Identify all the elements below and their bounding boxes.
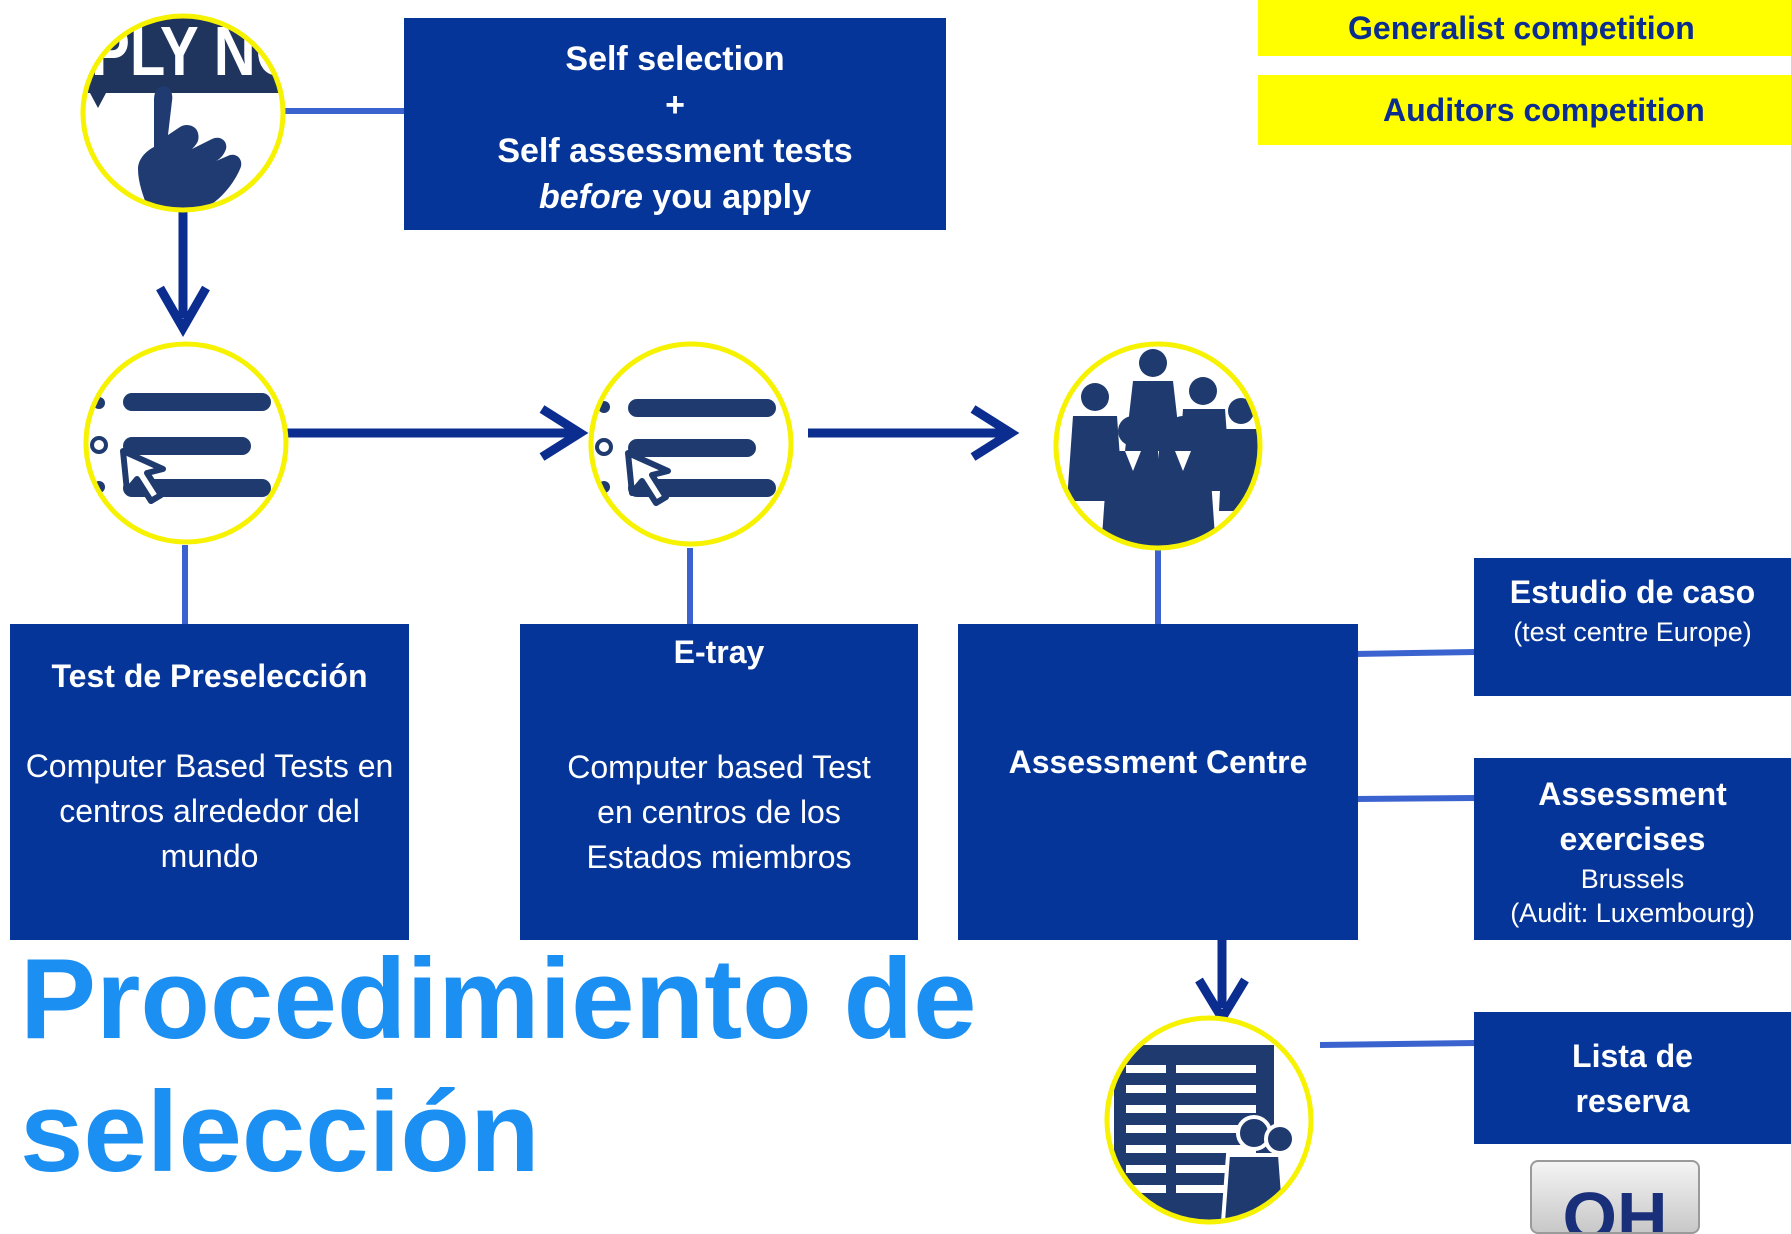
self-selection-label: Self selection — [565, 40, 785, 78]
connector-exercises — [1354, 795, 1476, 802]
arrow-right-1-head — [539, 405, 589, 461]
assessment-centre-title: Assessment Centre — [1008, 744, 1308, 780]
svg-text:APPLY NOW: APPLY NOW — [80, 13, 286, 90]
group-of-people-icon — [1053, 341, 1263, 551]
legend-auditors: Auditors competition — [1258, 75, 1791, 145]
legend-auditors-label: Auditors competition — [1383, 92, 1705, 128]
connector-reserve — [1319, 1040, 1476, 1048]
e-tray-box: E-tray Computer based Test en centros de… — [520, 624, 918, 940]
reserve-list-title: Lista de reserva — [1572, 1038, 1693, 1119]
you-apply-text: you apply — [642, 178, 812, 216]
legend-generalist-label: Generalist competition — [1348, 10, 1695, 46]
page-title-line-1: Procedimiento de — [20, 936, 977, 1063]
assessment-exercises-location: Brussels — [1580, 864, 1685, 894]
arrow-right-2-head — [970, 405, 1020, 461]
preselection-box: Test de Preselección Computer Based Test… — [10, 624, 409, 940]
e-tray-test-icon — [588, 341, 794, 547]
preselection-title: Test de Preselección — [51, 658, 368, 694]
preselection-description: Computer Based Tests en centros alrededo… — [25, 748, 394, 874]
before-apply-label: before you apply — [404, 174, 946, 220]
plus-sign: + — [665, 86, 685, 124]
assessment-exercises-title: Assessment exercises — [1538, 776, 1727, 857]
before-emphasis: before — [538, 178, 643, 216]
case-study-box: Estudio de caso (test centre Europe) — [1474, 558, 1791, 696]
e-tray-title: E-tray — [673, 634, 765, 670]
assessment-exercises-audit-location: (Audit: Luxembourg) — [1510, 898, 1755, 928]
reserve-list-box: Lista de reserva — [1474, 1012, 1791, 1144]
bottom-badge: OH — [1530, 1160, 1700, 1234]
self-assessment-label: Self assessment tests — [497, 132, 853, 170]
legend-generalist: Generalist competition — [1258, 0, 1791, 56]
arrow-down-head — [156, 285, 210, 338]
connector-case-study — [1354, 649, 1476, 657]
bottom-badge-text: OH — [1562, 1178, 1668, 1234]
assessment-centre-box: Assessment Centre — [958, 624, 1358, 940]
apply-now-icon: APPLY NOW — [80, 13, 286, 213]
self-selection-box: Self selection + Self assessment tests b… — [404, 18, 946, 230]
e-tray-description: Computer based Test en centros de los Es… — [567, 749, 871, 875]
reserve-list-icon — [1104, 1015, 1314, 1225]
case-study-location: (test centre Europe) — [1513, 617, 1752, 647]
case-study-title: Estudio de caso — [1509, 574, 1756, 610]
assessment-exercises-box: Assessment exercises Brussels (Audit: Lu… — [1474, 758, 1791, 940]
online-test-icon — [83, 341, 289, 545]
page-title-line-2: selección — [20, 1069, 540, 1196]
